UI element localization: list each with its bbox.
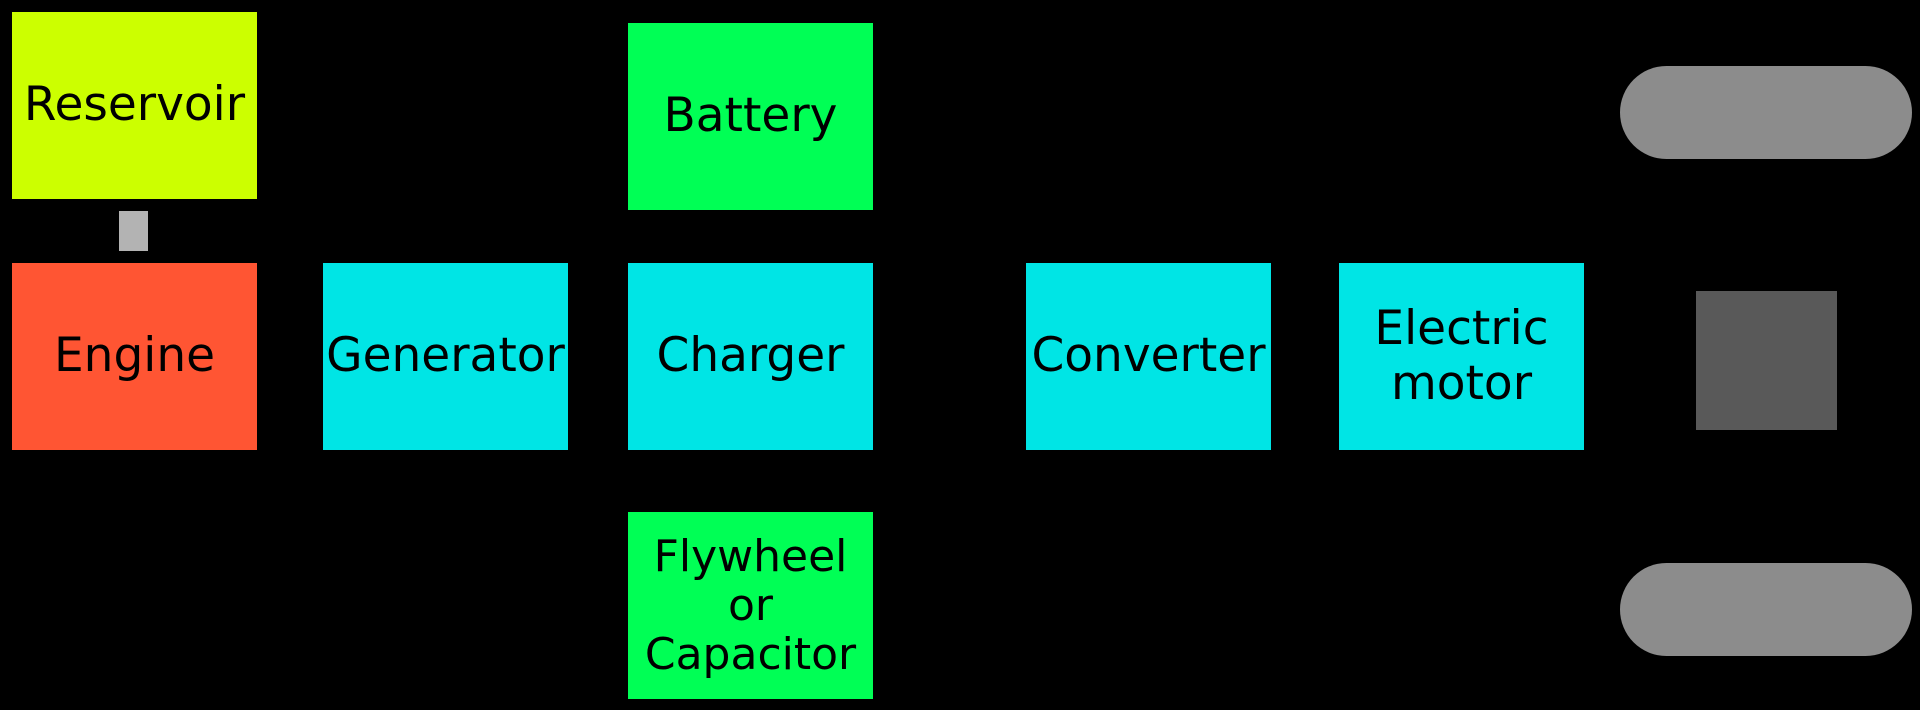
wheel-top bbox=[1620, 66, 1912, 159]
charger-block: Charger bbox=[628, 263, 873, 450]
fuel-connector bbox=[119, 211, 148, 251]
engine-block: Engine bbox=[12, 263, 257, 450]
battery-block: Battery bbox=[628, 23, 873, 210]
flywheel-label-line-3: Capacitor bbox=[644, 629, 857, 681]
reservoir-block: Reservoir bbox=[12, 12, 257, 199]
wheel-bottom bbox=[1620, 563, 1912, 656]
charger-label: Charger bbox=[656, 328, 845, 384]
flywheel-label-line-2: or bbox=[727, 579, 773, 631]
electric-motor-label-line-2: motor bbox=[1390, 355, 1533, 411]
generator-block: Generator bbox=[323, 263, 568, 450]
generator-label: Generator bbox=[326, 328, 565, 384]
flywheel-capacitor-block: Flywheel or Capacitor bbox=[628, 512, 873, 699]
reservoir-label: Reservoir bbox=[23, 77, 246, 133]
electric-motor-block: Electric motor bbox=[1339, 263, 1584, 450]
battery-label: Battery bbox=[663, 88, 838, 144]
electric-motor-label-line-1: Electric bbox=[1374, 301, 1549, 357]
engine-label: Engine bbox=[53, 328, 216, 384]
flywheel-label-line-1: Flywheel bbox=[653, 530, 848, 582]
converter-block: Converter bbox=[1026, 263, 1271, 450]
differential-axle bbox=[1696, 291, 1837, 430]
converter-label: Converter bbox=[1031, 328, 1266, 384]
